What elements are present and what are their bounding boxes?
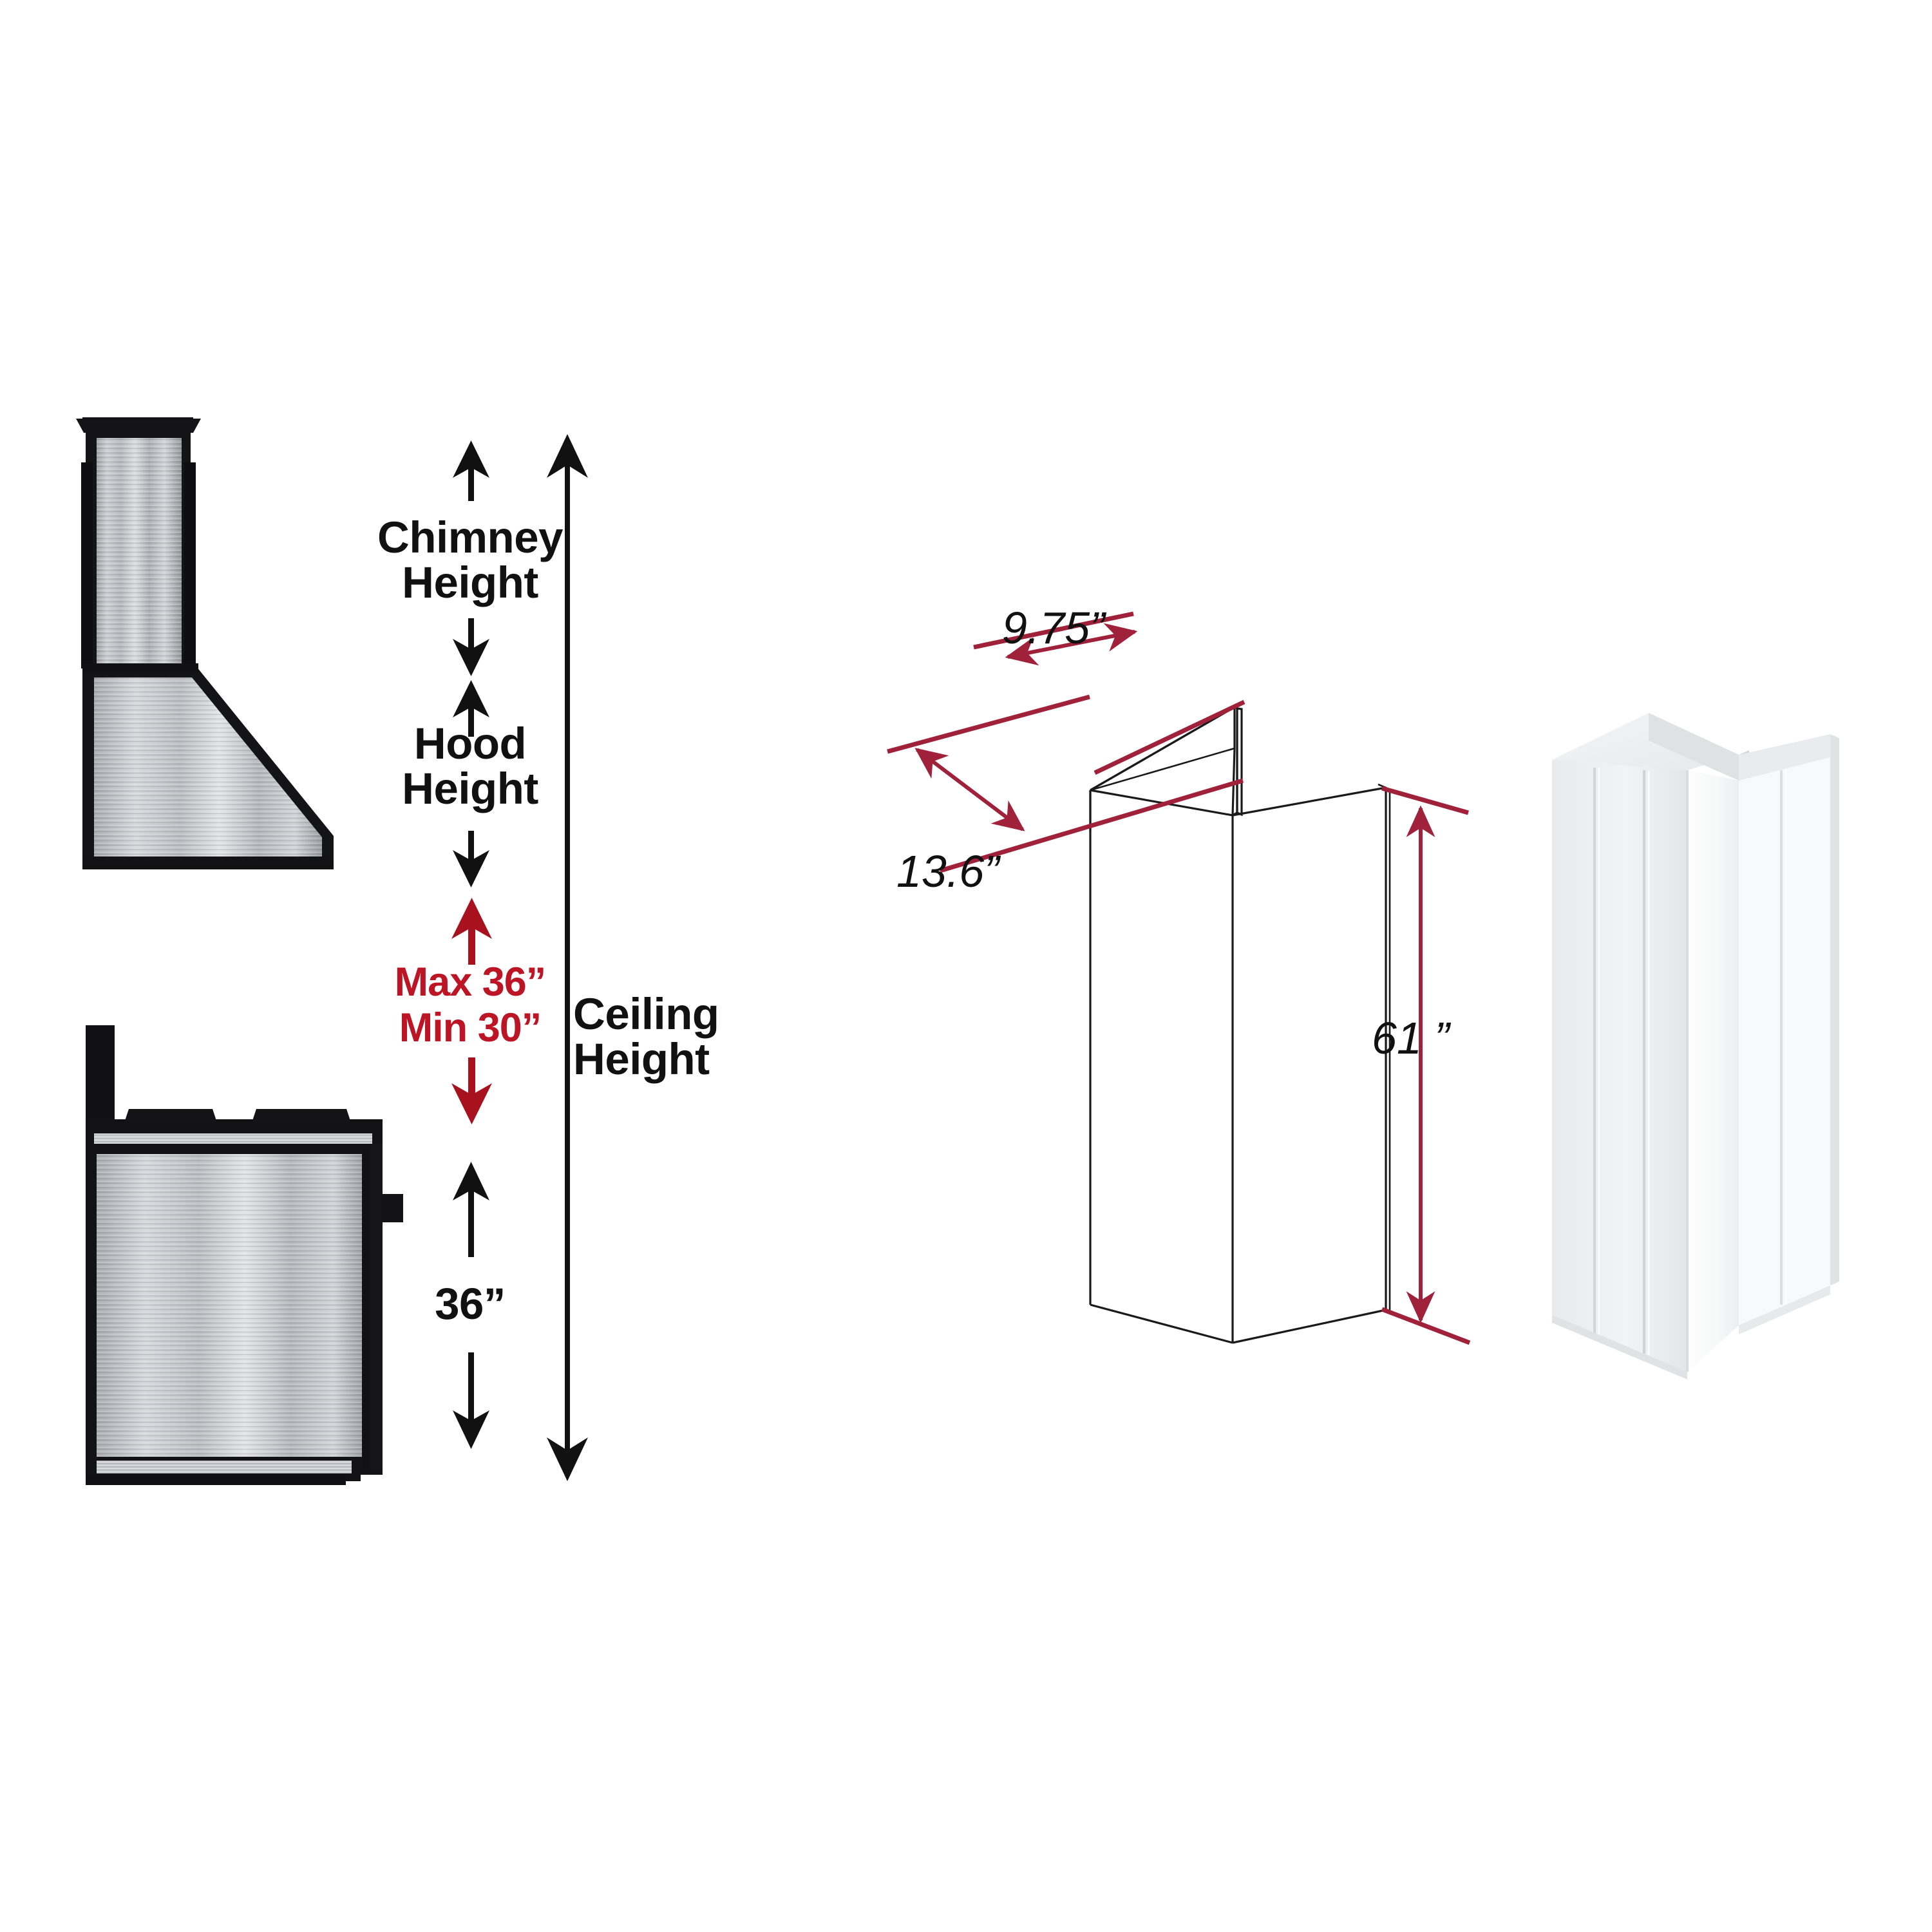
clearance-up-arrow: [451, 898, 492, 965]
dimension-width-label: 9.75”: [1002, 603, 1105, 653]
chimney-extension-product-render: [1552, 713, 1839, 1379]
range-side-view-illustration: [86, 1025, 403, 1485]
ext-line-61-top: [1381, 786, 1469, 815]
dimension-height-label: 61 ”: [1372, 1013, 1450, 1063]
chimney-height-label: Chimney Height: [377, 513, 563, 608]
hood-height-up-arrow: [453, 680, 489, 737]
counter-height-up-arrow: [453, 1162, 489, 1257]
ceiling-height-arrow: [547, 434, 588, 1481]
ext-line-136-lower: [940, 778, 1244, 873]
chimney-extension-isometric-drawing: [1089, 706, 1391, 1344]
ext-line-61-bottom: [1381, 1307, 1471, 1345]
clearance-minmax-label: Max 36” Min 30”: [394, 960, 547, 1050]
chimney-height-down-arrow: [453, 618, 489, 676]
ext-line-136-upper: [887, 694, 1090, 754]
measurement-arrow-group: [451, 434, 588, 1481]
chimney-height-up-arrow: [453, 440, 489, 501]
hood-height-label: Hood Height: [402, 719, 538, 814]
ceiling-height-label: Ceiling Height: [573, 989, 719, 1084]
dim-arrow-136: [914, 748, 1025, 831]
clearance-down-arrow: [451, 1057, 492, 1124]
hood-height-down-arrow: [453, 831, 489, 887]
range-hood-side-view-illustration: [76, 417, 334, 869]
counter-height-label: 36”: [435, 1279, 506, 1329]
isometric-dimension-lines: [887, 611, 1471, 1345]
counter-height-down-arrow: [453, 1352, 489, 1449]
ext-line-975-right: [1094, 699, 1245, 775]
dimension-depth-label: 13.6”: [896, 846, 999, 896]
dim-arrow-975: [1005, 623, 1138, 666]
